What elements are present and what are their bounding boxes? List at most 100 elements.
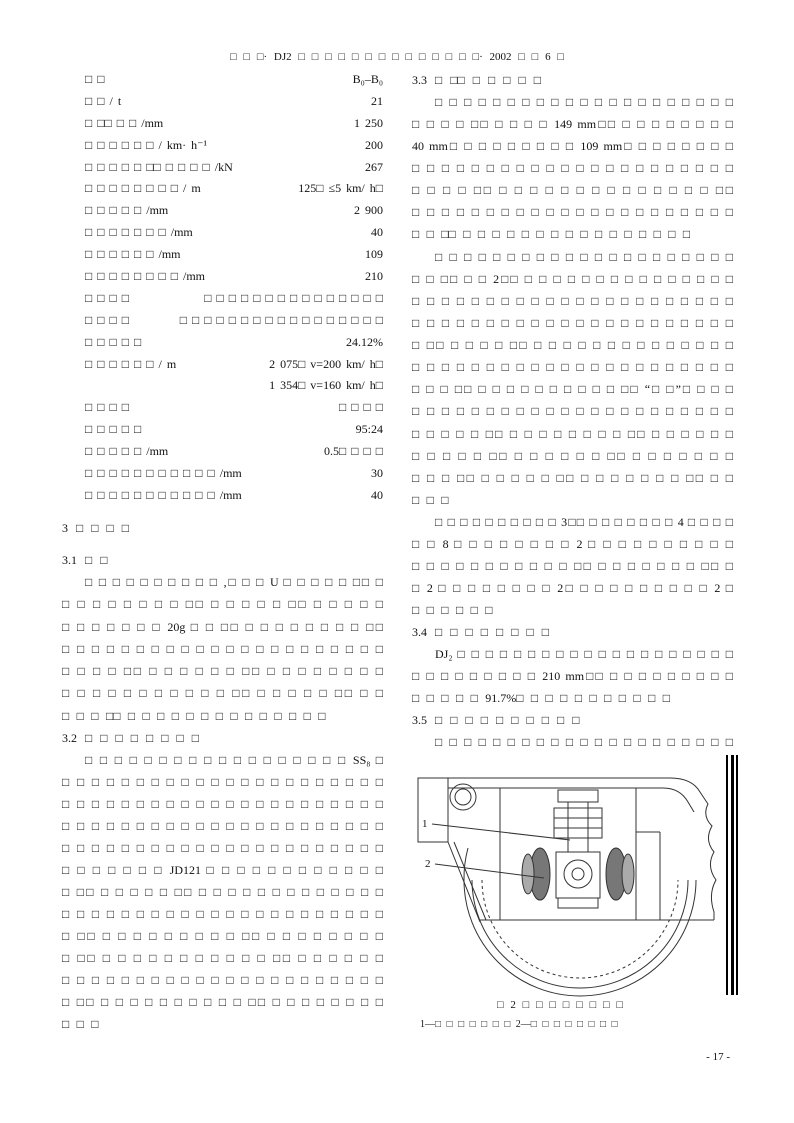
spec-label: □ □ □ □ □ bbox=[85, 334, 142, 349]
text-line: □ □ □ □ □ □ □ □ □ □ □ □ □ □ □ □ □ □ □ □ … bbox=[412, 360, 733, 375]
spec-label: □ □ / t bbox=[85, 93, 122, 108]
text-line: □ □ □ □ □ □ □ □ □ □ □ □ □ □ □ □ □ □ □ □ … bbox=[62, 819, 383, 833]
spec-row: □ □ □ □ □ □ □ □ /mm 210 bbox=[85, 266, 383, 288]
spec-label: □ □ bbox=[85, 72, 105, 86]
spec-label: □ □ □ □ □ □ □ □ □ □ □ /mm bbox=[85, 487, 242, 502]
spec-value: 2 075□ v=200 km/ h□ bbox=[269, 356, 383, 371]
spec-value: □ □ □ □ □ □ □ □ □ □ □ □ □ □ □ □ □ bbox=[179, 312, 383, 327]
spec-label: □ □ □ □ □ /mm bbox=[85, 444, 169, 459]
spec-value: 200 bbox=[365, 137, 383, 152]
section-3-1-heading: 3.1 □ □ bbox=[62, 553, 108, 567]
spec-row: □ □ □ □□ □ □ □ □ □ □ □ □ □ □ □ □ □ □ bbox=[85, 288, 383, 310]
text-line: □ □□ □ □ □ □ □ □□ □ □ □ □ □ □ □ □ □ □ □ … bbox=[62, 885, 383, 899]
spec-row: □ □ □ □ □ □ / km· h⁻¹ 200 bbox=[85, 135, 383, 157]
leader-lines bbox=[431, 823, 571, 879]
spec-label: □ □ □ □ □ □ □ /mm bbox=[85, 225, 193, 240]
spec-value: 125□ ≤5 km/ h□ bbox=[298, 181, 383, 196]
spec-label: □ □ □ □ □ □ /mm bbox=[85, 247, 181, 262]
spec-row: □ □ □ □ □ □ □ □ bbox=[85, 397, 383, 419]
running-header: □ □ □· DJ2 □ □ □ □ □ □ □ □ □ □ □ □ □ □· … bbox=[230, 51, 564, 63]
spec-label: □ □ □ □ □ □□ □ □ □ □ /kN bbox=[85, 159, 233, 174]
text-line: □ □ □ □ □ □ bbox=[412, 603, 493, 618]
spec-value: 40 bbox=[371, 487, 383, 502]
text-line: □ □ □ □ □ □ □ □ □ □ □ □ □ □ □ □ □ □ □ □ … bbox=[412, 316, 733, 331]
spec-label: □ □□ □ □ /mm bbox=[85, 115, 164, 130]
text-line: □ □ □ □ □ □ □ □ □ □ □ □ □ □ □ □ □ □ □ □ … bbox=[412, 161, 733, 176]
text-line: □ □ □ □ □ □□ □ □ □ □ □ □ □□ □ □ □ □ □ □ … bbox=[412, 448, 733, 463]
spec-value: 210 bbox=[365, 269, 383, 284]
section-3-heading: 3 □ □ □ □ bbox=[62, 521, 129, 535]
spec-label: □ □ □ □ □ □ □ □ □ □ □ /mm bbox=[85, 466, 242, 481]
specification-table: □ □B₀–B₀ □ □ / t 21 □ □□ □ □ /mm 1 250 □ □ □ … bbox=[85, 69, 383, 507]
text-line: □ □ □ □ □ □ □ □ □ □ □ □□ □ □ □ □ □ □ □ □… bbox=[412, 559, 733, 574]
spec-value: 95:24 bbox=[355, 422, 383, 437]
spec-label: □ □ □ □ □ bbox=[85, 422, 142, 437]
text-line: □ □□ □ □ □ □ □ □ □ □ □ □ □□ □ □ □ □ □ □ … bbox=[62, 995, 383, 1009]
text-line: □ □ □□ □ □ □ □ □ □ □ □ □ □ □ □ □ □ □ □ bbox=[412, 227, 691, 242]
section-3-3-heading: 3.3 □ □□ □ □ □ □ □ bbox=[412, 73, 541, 87]
spec-label: □ □ □ □ bbox=[85, 290, 129, 305]
spec-label: □ □ □ □ □ □ / m bbox=[85, 356, 177, 371]
wheel-outline bbox=[463, 847, 697, 997]
spec-label: □ □ □ □ □ □ / km· h⁻¹ bbox=[85, 137, 208, 152]
text-line: □ □ □ □□ □ □ □ □ □ □ □ □ □ □ □□ “□ □”□ □… bbox=[412, 382, 733, 397]
figure-caption: □ 2 □ □ □ □ □ □ □ □ bbox=[496, 999, 624, 1011]
spec-row: □ □ □ □ □ □□ □ □ □ □ /kN 267 bbox=[85, 157, 383, 179]
text-line: □ □ □ □ □ □ □ □ □□ □ □ □ □ □ □□ □ □ □ □ … bbox=[62, 597, 383, 612]
spec-value: 1 250 bbox=[354, 115, 383, 130]
section-3-4-paragraph: DJ₂ □ □ □ □ □ □ □ □ □ □ □ □ □ □ □ □ □ □ … bbox=[412, 643, 733, 709]
spec-row: □ □ □ □ □24.12% bbox=[85, 332, 383, 354]
text-line: □ □ □ □ □ □ □ □ □ □ 3□□ □ □ □ □ □ □ □ 4 … bbox=[435, 515, 733, 529]
spec-row: □ □ □ □□ □ □ □ □ □ □ □ □ □ □ □ □ □ □ □ □ bbox=[85, 310, 383, 332]
spec-label: □ □ □ □ □ □ □ □ / m bbox=[85, 181, 201, 196]
spec-row: □ □ □ □ □ □ □ □ / m 125□ ≤5 km/ h□ bbox=[85, 178, 383, 200]
text-line: □ □ □ □ □ □ □ □ □ □ ,□ □ □ U □ □ □ □ □ □… bbox=[85, 575, 383, 589]
figure-legend: 1—□ □ □ □ □ □ □ 2—□ □ □ □ □ □ □ □ bbox=[420, 1019, 618, 1030]
text-line: DJ₂ □ □ □ □ □ □ □ □ □ □ □ □ □ □ □ □ □ □ … bbox=[435, 647, 733, 661]
text-line: □ □ □ □ □ □ □ □ □ □ □ □ □ □ □ □ □ □ □ □ … bbox=[435, 95, 733, 109]
text-line: □ □ □ □ □ □ □ □ □ □ □ □ □ □ □ □ □ □ □ □ … bbox=[62, 841, 383, 855]
section-3-2-paragraph: □ □ □ □ □ □ □ □ □ □ □ □ □ □ □ □ □ □ SS₈ … bbox=[62, 749, 383, 1035]
spec-value: 40 bbox=[371, 225, 383, 240]
section-3-4-heading: 3.4 □ □ □ □ □ □ □ □ bbox=[412, 625, 549, 639]
text-line: □ □ □ □ □ □ □ □ □ □ □ □ □ □ □ □ □ □ □ □ … bbox=[435, 250, 733, 264]
spec-row: 1 354□ v=160 km/ h□ bbox=[85, 375, 383, 397]
spec-value: 267 bbox=[365, 159, 383, 174]
text-line: □ □ □ □ □□ □ □ □ □ □ □ □□ □ □ □ □ □ □ □ … bbox=[62, 664, 383, 679]
text-line: □ □ □ □ □ □ □ □ □ □ □ □ □ □ □ □ □ □ □ □ … bbox=[62, 641, 383, 656]
spec-row: □ □B₀–B₀ bbox=[85, 69, 383, 91]
text-line: □ □ □ □□ □ □ □ □ □ □ □ □ □ □ □ □ □ □ bbox=[62, 708, 326, 723]
spec-row: □ □ □ □ □ □ /mm 109 bbox=[85, 244, 383, 266]
spec-value: 21 bbox=[371, 93, 383, 108]
text-line: □ □ □ □ □ □ □ □ □ □ □ □ □ □ □ □ □ □ □ □ … bbox=[412, 294, 733, 309]
spec-value: 2 900 bbox=[354, 203, 383, 218]
spec-label: □ □ □ □ □ □ □ □ /mm bbox=[85, 269, 205, 284]
text-line: □ □ □ □ □ □ □ JD121 □ □ □ □ □ □ □ □ □ □ … bbox=[62, 863, 383, 877]
text-line: □ □ □ □ □ 91.7%□ □ □ □ □ □ □ □ □ □ □ bbox=[412, 691, 670, 706]
bogie-frame bbox=[417, 777, 717, 923]
text-line: □ □ □ bbox=[412, 492, 449, 507]
spec-value: 109 bbox=[365, 247, 383, 262]
text-line: □ □ □ □ □ □□ □ □ □ □ □ □ □ □ □□ □ □ □ □ … bbox=[412, 426, 733, 441]
spec-row: □ □□ □ □ /mm 1 250 bbox=[85, 113, 383, 135]
spec-value: □ □ □ □ bbox=[339, 400, 383, 415]
section-3-5-paragraph: □ □ □ □ □ □ □ □ □ □ □ □ □ □ □ □ □ □ □ □ … bbox=[412, 731, 733, 753]
text-line: □ □ □ □ □ □ □ □ □ □ □ □ □ □ □ □ □ □ □ □ … bbox=[62, 907, 383, 921]
text-line: □ □ □ □ □ □ □ 20g □ □ □□ □ □ □ □ □ □ □ □… bbox=[62, 619, 383, 634]
spec-value: 0.5□ □ □ □ bbox=[324, 444, 383, 459]
text-line: □ □ □ □ □□ □ □ □ □ □ □ □ □ □ □ □ □ □ □ □… bbox=[412, 183, 733, 198]
spec-label: □ □ □ □ bbox=[85, 400, 129, 415]
spec-row: □ □ □ □ □ □ □ □ □ □ □ /mm 40 bbox=[85, 485, 383, 507]
text-line: □ 2 □ □ □ □ □ □ □ □ 2□ □ □ □ □ □ □ □ □ □… bbox=[412, 581, 733, 596]
text-line: □ □ □ □ □ □ □ □ □ □ □ □ □ □ □ □ □ □ □ □ … bbox=[62, 973, 383, 987]
figure-2-drawing: 1 2 bbox=[417, 755, 738, 997]
text-line: □ □ □ □ □ □ □ □ □ 210 mm□□ □ □ □ □ □ □ □… bbox=[412, 669, 733, 684]
text-line: □ □ □ bbox=[62, 1017, 99, 1031]
text-line: 40 mm□ □ □ □ □ □ □ □ □ 109 mm□ □ □ □ □ □… bbox=[412, 139, 733, 154]
spec-row: □ □ □ □ □ □ □ /mm 40 bbox=[85, 222, 383, 244]
spec-row: □ □ □ □ □ □ / m 2 075□ v=200 km/ h□ bbox=[85, 354, 383, 376]
spec-row: □ □ / t 21 bbox=[85, 91, 383, 113]
